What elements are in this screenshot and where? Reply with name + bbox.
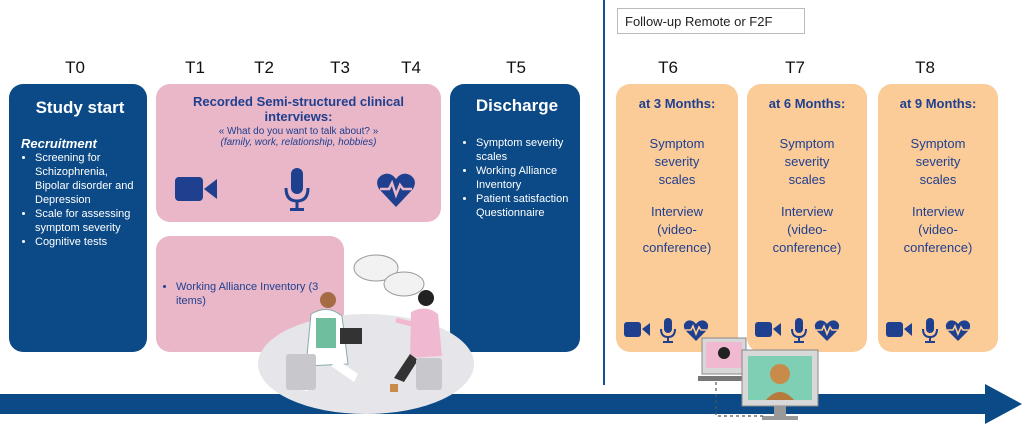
followup-scales: Symptom severity scales	[649, 136, 705, 187]
timepoint-t8: T8	[915, 58, 935, 77]
microphone-icon	[283, 168, 311, 212]
heart-pulse-icon	[376, 172, 416, 208]
heart-pulse-icon	[814, 320, 840, 341]
followup-divider	[603, 0, 605, 385]
discharge-item: Patient satisfaction Questionnaire	[476, 192, 572, 220]
interviews-topics: (family, work, relationship, hobbies)	[220, 137, 377, 148]
discharge-box: Discharge Symptom severity scales Workin…	[450, 84, 580, 352]
followup-interview: Interview (video-conference)	[772, 204, 842, 255]
followup-title: at 9 Months:	[899, 96, 977, 111]
consultation-illustration	[256, 254, 476, 424]
timepoint-t3: T3	[330, 58, 350, 77]
working-alliance-item: Working Alliance Inventory (3 items)	[176, 280, 334, 308]
timepoint-t0: T0	[65, 58, 85, 77]
interviews-title-2: interviews:	[264, 109, 333, 124]
followup-icons-9m	[886, 317, 996, 343]
microphone-icon	[791, 318, 807, 343]
microphone-icon	[660, 318, 676, 343]
timeline-arrow	[0, 384, 1024, 424]
interviews-box: Recorded Semi-structured clinical interv…	[156, 84, 441, 222]
recruitment-subtitle: Recruitment	[21, 136, 97, 151]
discharge-item: Working Alliance Inventory	[476, 164, 572, 192]
video-camera-icon	[886, 322, 912, 337]
followup-scales: Symptom severity scales	[779, 136, 835, 187]
interviews-quote: « What do you want to talk about? »	[218, 126, 379, 137]
followup-icons-3m	[624, 317, 734, 343]
followup-title: at 6 Months:	[768, 96, 846, 111]
followup-icons-6m	[755, 317, 865, 343]
followup-title: at 3 Months:	[638, 96, 716, 111]
video-camera-icon	[175, 174, 217, 204]
followup-box-3m: at 3 Months: Symptom severity scales Int…	[616, 84, 738, 352]
discharge-item: Symptom severity scales	[476, 136, 572, 164]
timepoint-t5: T5	[506, 58, 526, 77]
timepoint-t6: T6	[658, 58, 678, 77]
study-start-box: Study start Recruitment Screening for Sc…	[9, 84, 147, 352]
followup-scales: Symptom severity scales	[910, 136, 966, 187]
study-start-item: Cognitive tests	[35, 235, 139, 249]
video-camera-icon	[624, 322, 650, 337]
video-conference-illustration	[696, 336, 826, 427]
timepoint-t2: T2	[254, 58, 274, 77]
video-camera-icon	[755, 322, 781, 337]
followup-interview: Interview (video-conference)	[642, 204, 712, 255]
followup-box-9m: at 9 Months: Symptom severity scales Int…	[878, 84, 998, 352]
study-start-item: Screening for Schizophrenia, Bipolar dis…	[35, 151, 139, 207]
interviews-title-1: Recorded Semi-structured clinical	[193, 94, 404, 109]
followup-box-6m: at 6 Months: Symptom severity scales Int…	[747, 84, 867, 352]
study-start-item: Scale for assessing symptom severity	[35, 207, 139, 235]
timepoint-t4: T4	[401, 58, 421, 77]
discharge-title: Discharge	[475, 96, 559, 115]
followup-interview: Interview (video-conference)	[903, 204, 973, 255]
study-start-title: Study start	[35, 98, 125, 117]
heart-pulse-icon	[683, 320, 709, 341]
timepoint-t1: T1	[185, 58, 205, 77]
heart-pulse-icon	[945, 320, 971, 341]
timepoint-t7: T7	[785, 58, 805, 77]
followup-label: Follow-up Remote or F2F	[617, 8, 805, 34]
microphone-icon	[922, 318, 938, 343]
